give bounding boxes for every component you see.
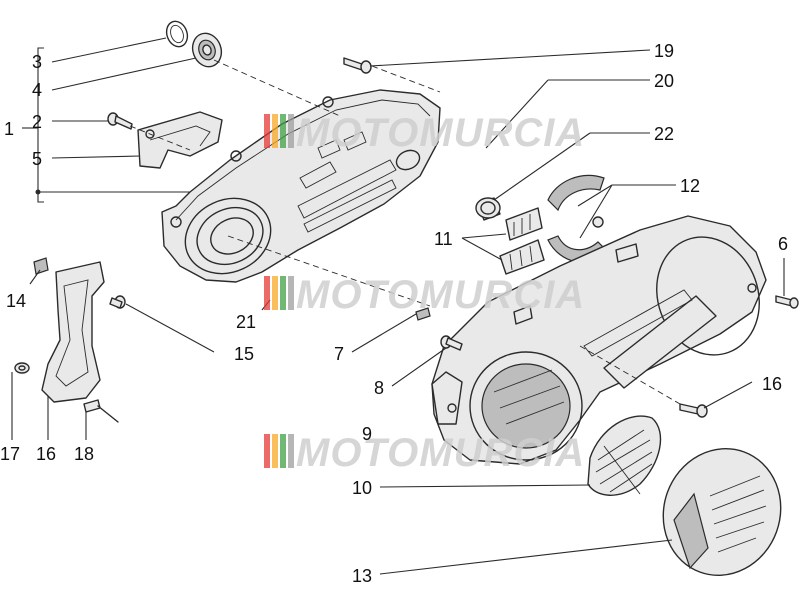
part-grille-10: [587, 415, 662, 496]
callout-21: 21: [236, 312, 256, 332]
part-cap-22: [475, 197, 501, 221]
callout-8: 8: [374, 378, 384, 398]
callout-16-right: 16: [762, 374, 782, 394]
callout-18: 18: [74, 444, 94, 464]
watermark-stripe-green: [280, 276, 286, 310]
part-screw-16-right: [679, 403, 708, 418]
watermark-text: MOTOMURCIA: [296, 111, 585, 155]
part-circlip: [165, 20, 189, 48]
callout-4: 4: [32, 80, 42, 100]
part-transmission-cover: [431, 215, 767, 465]
group-bracket-1: [22, 47, 190, 203]
part-mounting-bracket: [14, 257, 126, 423]
leader-lines: [11, 37, 785, 575]
watermark-stripe-grey: [288, 114, 294, 148]
part-screw-6: [775, 295, 799, 309]
assembly-axes: [129, 59, 681, 405]
part-bearing: [191, 32, 223, 68]
watermark-top: MOTOMURCIA: [264, 111, 585, 155]
part-screw-19: [343, 57, 372, 74]
callout-7: 7: [334, 344, 344, 364]
part-brake-pads: [499, 207, 545, 275]
watermark-stripe-green: [280, 114, 286, 148]
callout-11: 11: [434, 229, 453, 249]
part-outer-cover-13: [662, 447, 782, 577]
callout-6: 6: [778, 234, 788, 254]
part-crankcase-cover: [161, 89, 441, 283]
watermark-stripe-grey: [288, 276, 294, 310]
callout-19: 19: [654, 41, 674, 61]
callout-5: 5: [32, 149, 42, 169]
watermark-text: MOTOMURCIA: [296, 431, 585, 475]
part-screw-2: [107, 112, 133, 130]
watermark-middle: MOTOMURCIA: [264, 273, 585, 317]
callout-12: 12: [680, 176, 700, 196]
watermark-stripe-green: [280, 434, 286, 468]
callout-17: 17: [0, 444, 20, 464]
callout-2: 2: [32, 112, 42, 132]
part-clip-7: [415, 307, 431, 321]
part-screw-8: [440, 335, 463, 351]
watermark-text: MOTOMURCIA: [296, 273, 585, 317]
callout-labels: 1 2 3 4 5 6 7 8 9 10 11 12 13 14 15 16 1…: [0, 41, 788, 586]
callout-15: 15: [234, 344, 254, 364]
callout-3: 3: [32, 52, 42, 72]
callout-9: 9: [362, 424, 372, 444]
watermark-bottom: MOTOMURCIA: [264, 431, 585, 475]
callout-20: 20: [654, 71, 674, 91]
callout-1: 1: [4, 119, 14, 139]
callout-22: 22: [654, 124, 674, 144]
callout-10: 10: [352, 478, 372, 498]
watermark-stripe-red: [264, 276, 270, 310]
watermark-stripe-yellow: [272, 114, 278, 148]
watermark-stripe-red: [264, 114, 270, 148]
watermark-stripe-red: [264, 434, 270, 468]
part-plate-5: [137, 111, 223, 169]
watermark-stripe-yellow: [272, 276, 278, 310]
watermark-stripe-grey: [288, 434, 294, 468]
callout-14: 14: [6, 291, 26, 311]
watermark-stripe-yellow: [272, 434, 278, 468]
callout-13: 13: [352, 566, 372, 586]
callout-16-left: 16: [36, 444, 56, 464]
